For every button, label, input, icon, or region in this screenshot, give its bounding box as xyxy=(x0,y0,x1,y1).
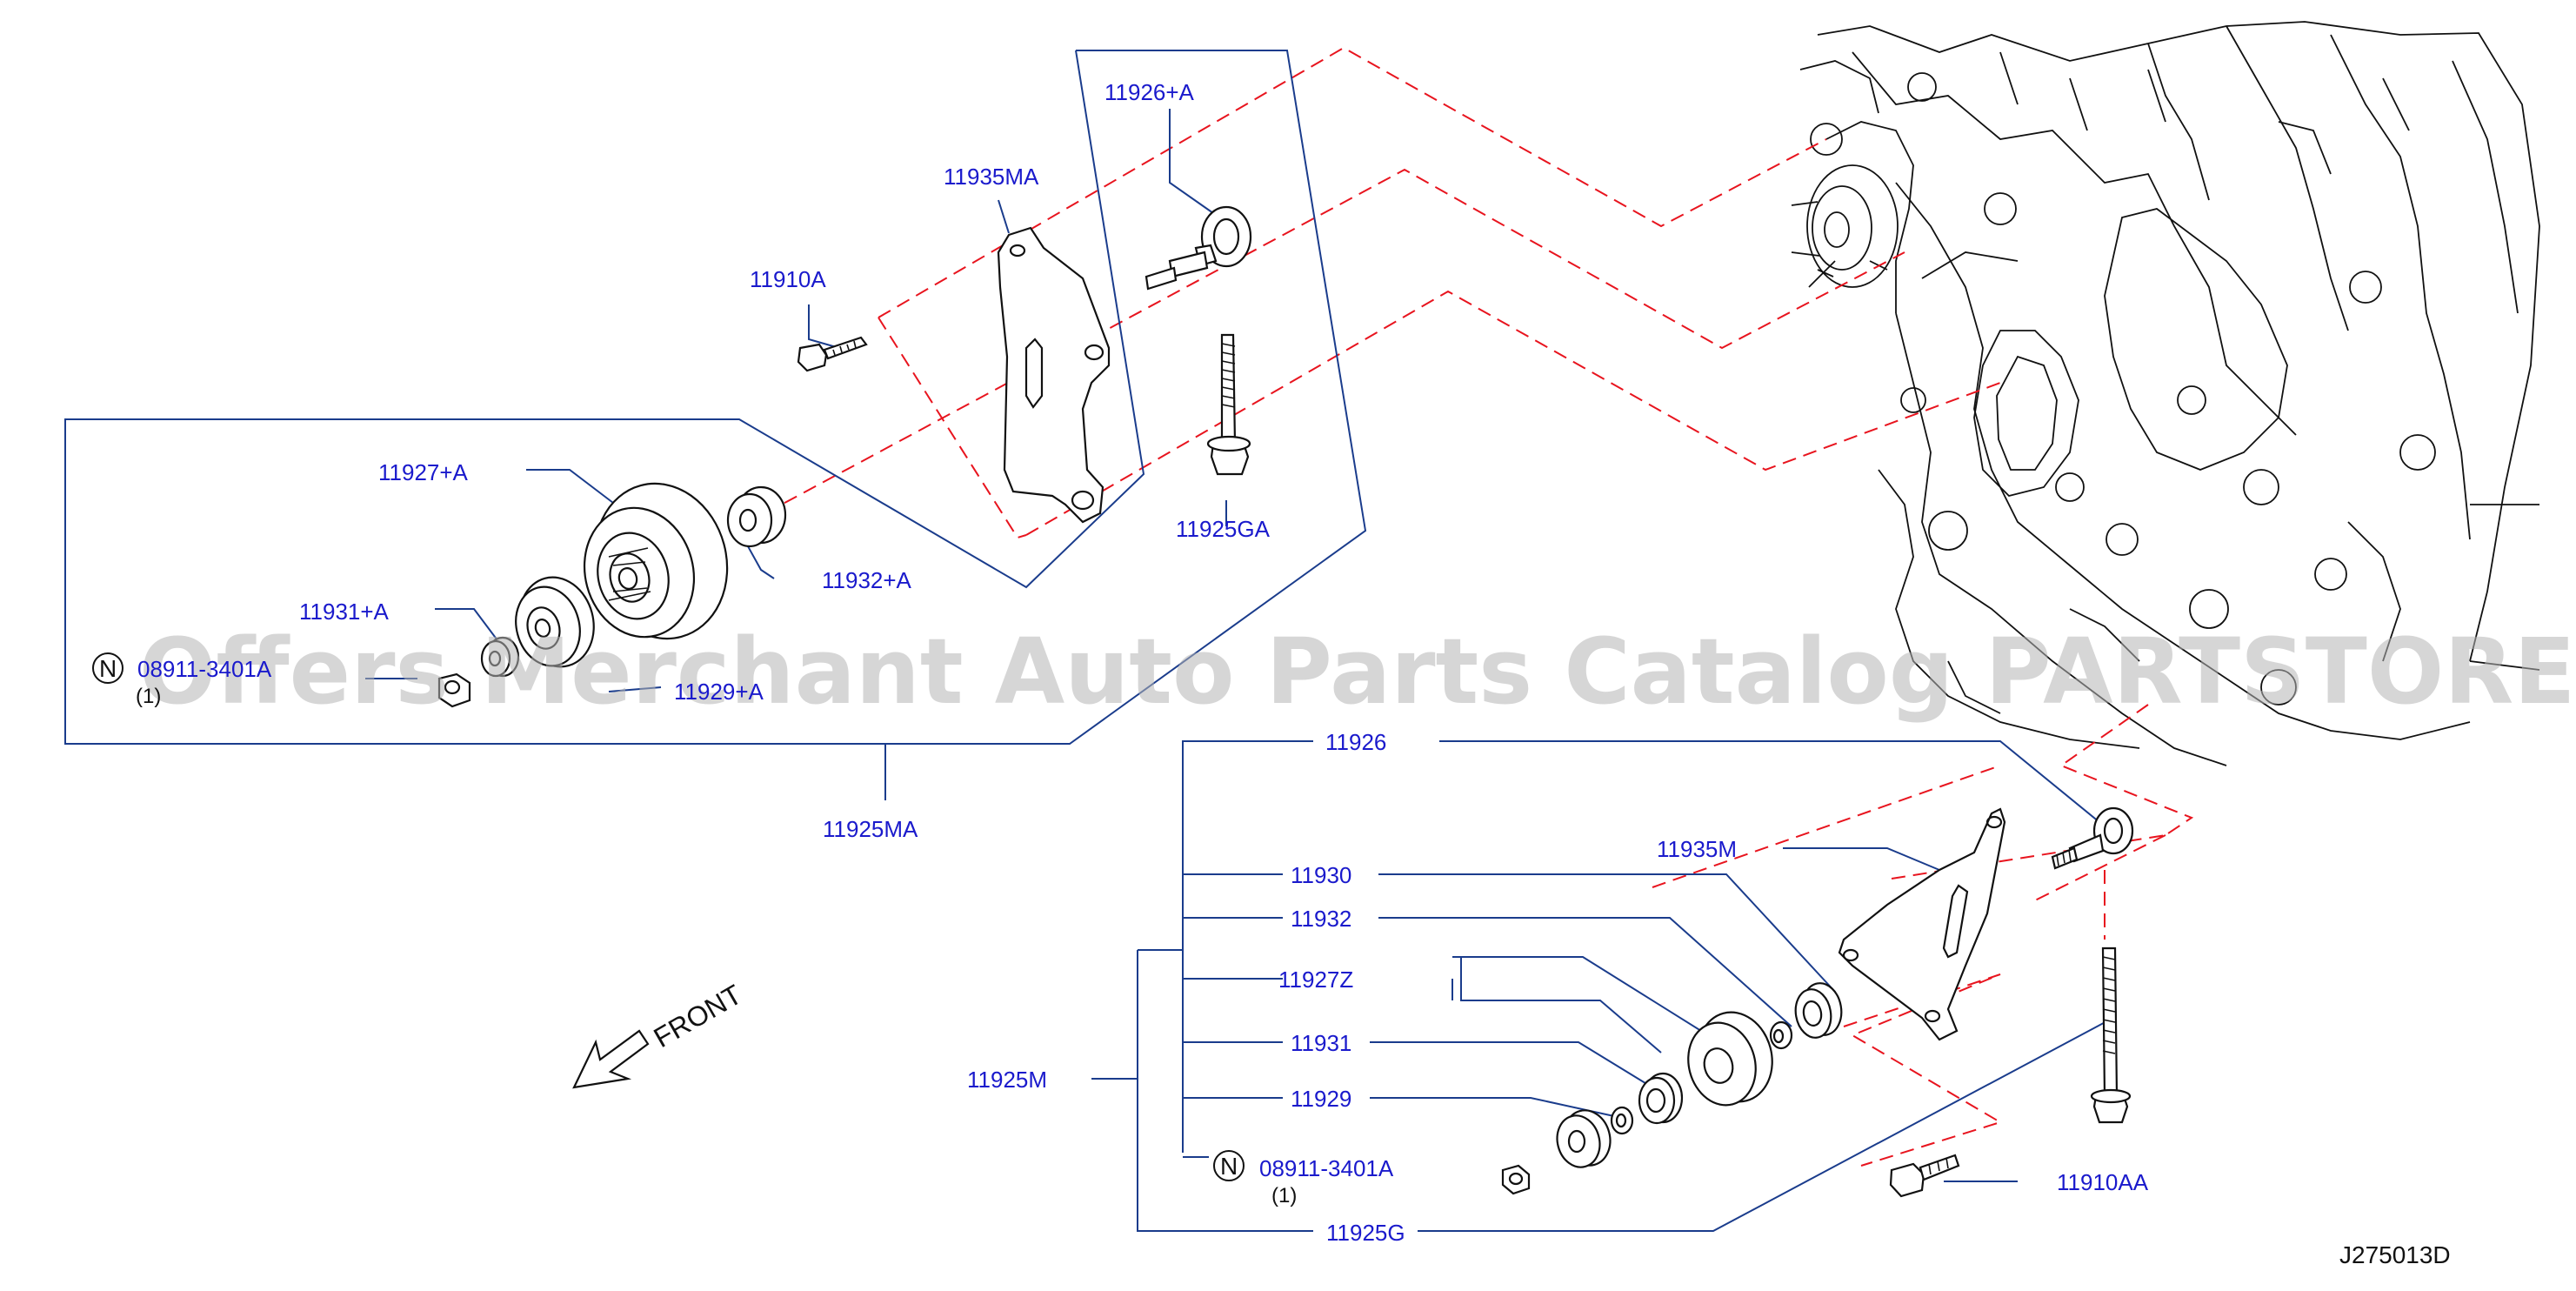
front-label: FRONT xyxy=(649,979,747,1054)
washer-11929-small xyxy=(1610,1106,1634,1135)
label-11930: 11930 xyxy=(1291,862,1351,888)
note-n-label-top: N xyxy=(99,655,117,682)
label-11910aa: 11910AA xyxy=(2057,1169,2149,1195)
top-parts xyxy=(437,205,1252,708)
label-11926a: 11926+A xyxy=(1104,79,1195,105)
bracket-11935ma xyxy=(997,226,1111,524)
label-11931: 11931 xyxy=(1291,1030,1351,1056)
watermark: Offers Merchant Auto Parts Catalog PARTS… xyxy=(139,619,2576,725)
label-11935m: 11935M xyxy=(1657,836,1737,862)
leader-lines xyxy=(64,50,2114,1232)
label-11931a: 11931+A xyxy=(299,599,390,625)
front-arrow-icon xyxy=(572,1029,650,1089)
part-labels: 11926+A 11935MA 11910A 11927+A 11932+A 1… xyxy=(92,79,2451,1268)
label-08911: 08911-3401A xyxy=(1259,1155,1394,1181)
label-11935ma: 11935MA xyxy=(944,164,1039,190)
qty-bottom: (1) xyxy=(1271,1184,1297,1207)
bottom-parts xyxy=(1501,806,2134,1198)
label-11927z: 11927Z xyxy=(1278,967,1353,993)
bolt-11910aa xyxy=(1889,1162,1925,1198)
label-11926: 11926 xyxy=(1325,729,1386,755)
label-11932: 11932 xyxy=(1291,906,1351,932)
label-11929a: 11929+A xyxy=(674,679,764,705)
diagram-code: J275013D xyxy=(2339,1241,2451,1268)
label-11910a: 11910A xyxy=(750,266,826,292)
stud-11926 xyxy=(2092,806,2134,855)
label-11925m: 11925M xyxy=(967,1067,1047,1093)
note-n-label-bottom: N xyxy=(1220,1153,1238,1180)
note-n-icon-bottom xyxy=(1213,1150,1245,1181)
bracket-11935m xyxy=(1838,807,2006,1041)
engine-block xyxy=(1791,21,2540,766)
bolt-11910a xyxy=(797,343,828,372)
note-n-icon-top xyxy=(92,652,123,684)
label-11927a: 11927+A xyxy=(378,459,469,485)
nut-08911 xyxy=(1501,1164,1531,1195)
qty-top: (1) xyxy=(136,685,161,708)
front-indicator: FRONT xyxy=(572,979,747,1089)
alignment-lines xyxy=(764,46,2194,1167)
label-11929: 11929 xyxy=(1291,1086,1351,1112)
stud-11926a xyxy=(1200,205,1252,268)
label-11932a: 11932+A xyxy=(822,567,912,593)
label-11925g: 11925G xyxy=(1326,1220,1405,1246)
label-11925ga: 11925GA xyxy=(1176,516,1271,542)
label-11925ma: 11925MA xyxy=(823,816,918,842)
label-08911-top: 08911-3401A xyxy=(137,656,272,682)
